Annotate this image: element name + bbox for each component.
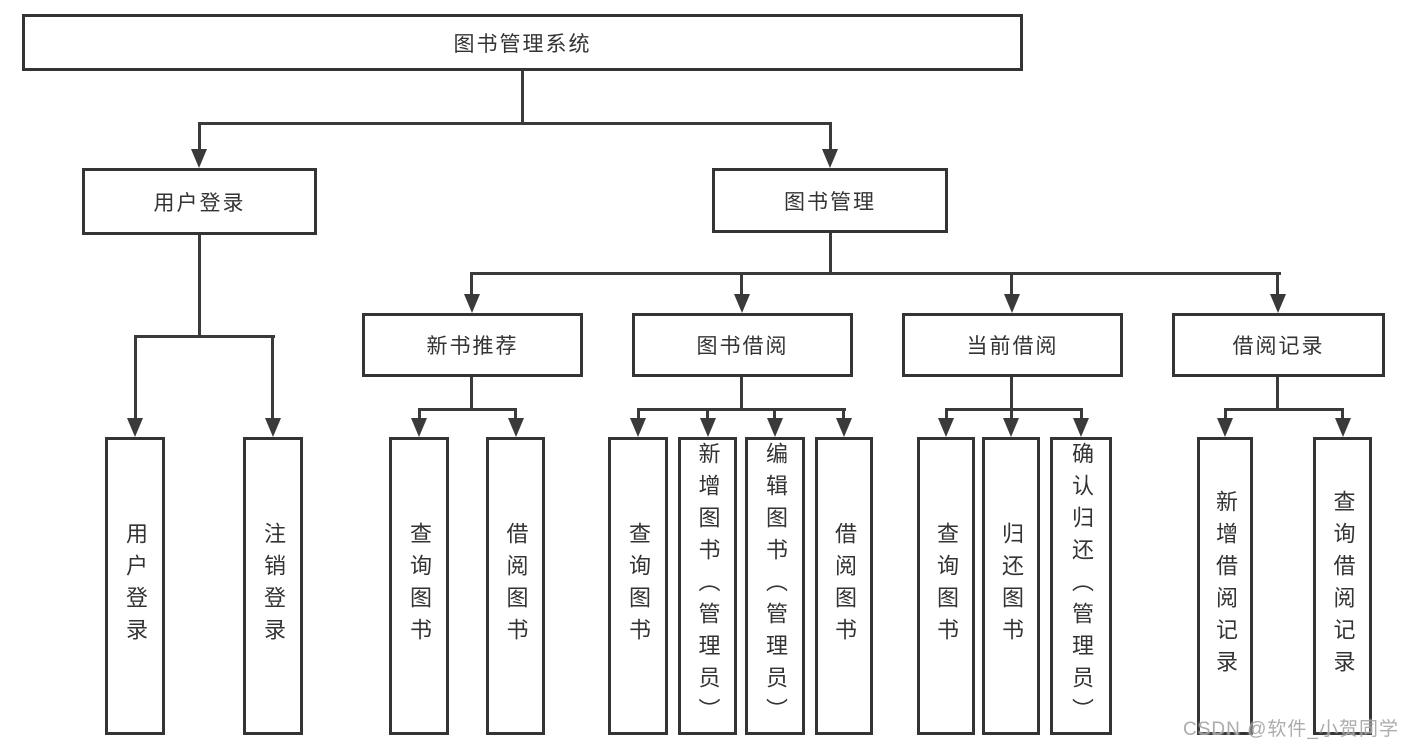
leaf-label: 归还图书	[999, 522, 1024, 650]
leaf-label: 编辑图书（管理员）	[763, 442, 788, 730]
leaf-query-borrow-record: 查询借阅记录	[1313, 437, 1372, 735]
connector-line	[470, 272, 473, 298]
connector-line	[706, 408, 709, 422]
arrow-down-icon	[630, 418, 646, 437]
leaf-borrow-books-newbook: 借阅图书	[486, 437, 545, 735]
connector-line	[637, 408, 846, 411]
arrow-down-icon	[938, 418, 954, 437]
leaf-label: 查询图书	[407, 522, 432, 650]
connector-line	[198, 234, 201, 338]
leaf-confirm-return-admin: 确认归还（管理员）	[1050, 437, 1112, 735]
leaf-label: 查询图书	[934, 522, 959, 650]
leaf-query-books-current: 查询图书	[917, 437, 975, 735]
leaf-borrow-books: 借阅图书	[815, 437, 873, 735]
root-node-label: 图书管理系统	[453, 32, 592, 56]
connector-line	[418, 408, 421, 422]
node-new-book-recommend: 新书推荐	[362, 313, 583, 377]
arrow-down-icon	[464, 294, 480, 313]
connector-line	[470, 377, 473, 411]
connector-line	[1224, 408, 1344, 411]
leaf-logout: 注销登录	[243, 437, 303, 735]
node-user-login: 用户登录	[82, 168, 317, 235]
leaf-add-books-admin: 新增图书（管理员）	[678, 437, 737, 735]
connector-line	[1010, 408, 1013, 422]
node-label: 用户登录	[153, 191, 246, 215]
node-current-borrow: 当前借阅	[902, 313, 1123, 377]
leaf-label: 用户登录	[123, 522, 148, 650]
connector-line	[1010, 272, 1013, 298]
arrow-down-icon	[700, 418, 716, 437]
connector-line	[1341, 408, 1344, 422]
leaf-label: 确认归还（管理员）	[1069, 442, 1094, 730]
leaf-query-books-borrow: 查询图书	[608, 437, 668, 735]
node-label: 图书借阅	[696, 335, 789, 358]
node-label: 图书管理	[784, 190, 876, 214]
connector-line	[470, 272, 1281, 275]
arrow-down-icon	[191, 149, 207, 168]
arrow-down-icon	[1003, 418, 1019, 437]
connector-line	[740, 377, 743, 411]
connector-line	[829, 232, 832, 275]
arrow-down-icon	[1217, 418, 1233, 437]
arrow-down-icon	[265, 418, 281, 437]
arrow-down-icon	[836, 418, 852, 437]
leaf-label: 查询借阅记录	[1330, 490, 1356, 682]
connector-line	[1224, 408, 1227, 422]
node-label: 新书推荐	[426, 335, 519, 358]
connector-line	[842, 408, 845, 422]
arrow-down-icon	[734, 294, 750, 313]
arrow-down-icon	[508, 418, 524, 437]
leaf-user-login: 用户登录	[105, 437, 165, 735]
connector-line	[134, 335, 137, 422]
connector-line	[773, 408, 776, 422]
connector-line	[829, 122, 832, 154]
leaf-add-borrow-record: 新增借阅记录	[1197, 437, 1253, 735]
node-label: 当前借阅	[966, 335, 1059, 358]
connector-line	[514, 408, 517, 422]
leaf-label: 新增图书（管理员）	[695, 442, 721, 730]
leaf-return-books: 归还图书	[982, 437, 1040, 735]
node-book-borrow: 图书借阅	[632, 313, 853, 377]
arrow-down-icon	[822, 149, 838, 168]
node-book-management: 图书管理	[712, 168, 948, 233]
connector-line	[1010, 377, 1013, 411]
leaf-label: 借阅图书	[503, 522, 529, 650]
root-node-library-system: 图书管理系统	[22, 14, 1023, 71]
arrow-down-icon	[127, 418, 143, 437]
leaf-label: 查询图书	[626, 522, 651, 650]
leaf-query-books-newbook: 查询图书	[389, 437, 449, 735]
csdn-watermark: CSDN @软件_小贺同学	[1183, 719, 1399, 740]
connector-line	[1276, 377, 1279, 411]
leaf-label: 借阅图书	[832, 522, 857, 650]
connector-line	[740, 272, 743, 298]
connector-line	[1080, 408, 1083, 422]
connector-line	[945, 408, 948, 422]
leaf-label: 注销登录	[261, 522, 286, 650]
connector-line	[637, 408, 640, 422]
arrow-down-icon	[411, 418, 427, 437]
connector-line	[1276, 272, 1279, 298]
connector-line	[945, 408, 1083, 411]
node-label: 借阅记录	[1232, 335, 1325, 358]
leaf-edit-books-admin: 编辑图书（管理员）	[745, 437, 805, 735]
arrow-down-icon	[1335, 418, 1351, 437]
arrow-down-icon	[767, 418, 783, 437]
connector-line	[521, 70, 524, 124]
leaf-label: 新增借阅记录	[1213, 490, 1238, 682]
arrow-down-icon	[1270, 294, 1286, 313]
node-borrow-records: 借阅记录	[1172, 313, 1385, 377]
connector-line	[198, 122, 832, 125]
arrow-down-icon	[1004, 294, 1020, 313]
connector-line	[198, 122, 201, 154]
arrow-down-icon	[1073, 418, 1089, 437]
connector-line	[134, 335, 275, 338]
connector-line	[418, 408, 517, 411]
connector-line	[271, 335, 274, 422]
